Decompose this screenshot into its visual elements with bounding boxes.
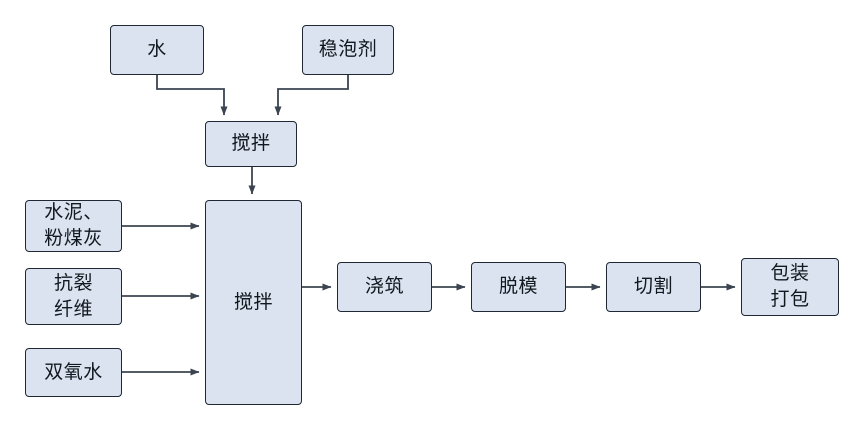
node-casting[interactable]: 浇筑 bbox=[337, 262, 432, 312]
node-mix-2[interactable]: 搅拌 bbox=[205, 200, 302, 405]
node-demolding[interactable]: 脱模 bbox=[471, 262, 566, 312]
node-foam-stabilizer[interactable]: 稳泡剂 bbox=[302, 25, 394, 75]
node-cement-flyash[interactable]: 水泥、 粉煤灰 bbox=[25, 200, 122, 252]
node-packaging[interactable]: 包装 打包 bbox=[741, 258, 839, 316]
node-anticrack-fiber[interactable]: 抗裂 纤维 bbox=[25, 268, 122, 325]
node-water[interactable]: 水 bbox=[110, 25, 204, 75]
edge-foamstabilizer-to-mix1 bbox=[274, 75, 349, 116]
node-hydrogen-peroxide[interactable]: 双氧水 bbox=[25, 348, 122, 397]
edge-water-to-mix1 bbox=[156, 75, 228, 116]
node-mix-1[interactable]: 搅拌 bbox=[205, 121, 297, 167]
node-cutting[interactable]: 切割 bbox=[606, 262, 701, 312]
